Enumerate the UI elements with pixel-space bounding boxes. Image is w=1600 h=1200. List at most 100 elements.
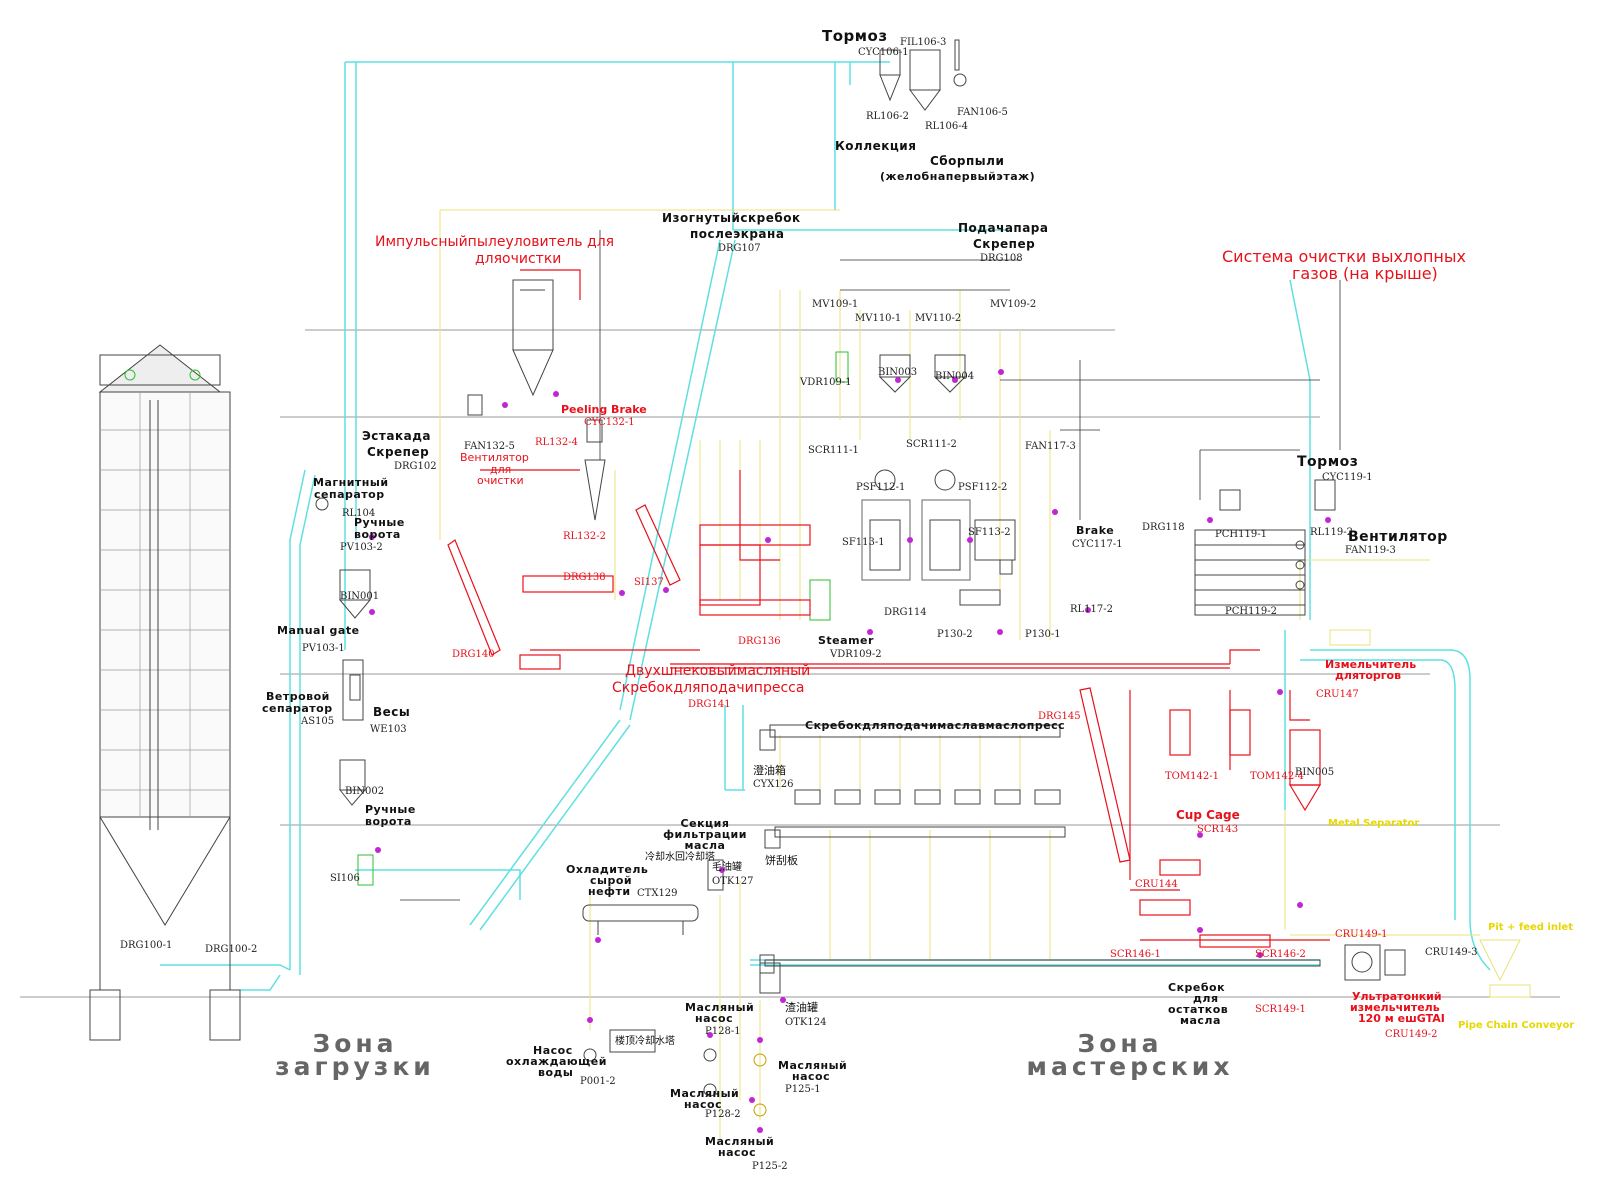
- tag-otk127: OTK127: [712, 876, 754, 887]
- label-manual-gate-en: Manual gate: [277, 624, 360, 637]
- label-pit-feed: Pit + feed inlet: [1488, 922, 1573, 933]
- label-brake-r: Тормоз: [1297, 454, 1359, 470]
- label-manual-gate-b2: ворота: [365, 815, 412, 828]
- zone-workshop-line2: мастерских: [1026, 1052, 1234, 1081]
- label-residue-scraper: Скребок: [1168, 981, 1226, 994]
- label-residue-scraper-4: масла: [1180, 1014, 1221, 1027]
- tag-scr146-2: SCR146-2: [1255, 949, 1306, 960]
- tag-sf113-2: SF113-2: [968, 527, 1011, 538]
- label-oil-filter: Секция: [680, 817, 730, 830]
- tag-cru149-1: CRU149-1: [1335, 929, 1388, 940]
- tag-drg141: DRG141: [688, 699, 731, 710]
- label-oil-pump-2: Масляный: [778, 1059, 848, 1072]
- yellow-lines: [439, 209, 1480, 1140]
- label-peeling-brake: Peeling Brake: [561, 403, 647, 416]
- label-cooler-3: нефти: [588, 885, 631, 898]
- top-cyclone: [879, 39, 967, 111]
- zone-loading-line1: Зона: [312, 1029, 398, 1058]
- tag-scr111-2: SCR111-2: [906, 439, 957, 450]
- tag-drg100-1: DRG100-1: [120, 940, 173, 951]
- oil-press-line: [759, 724, 1321, 974]
- intake-equipment: [315, 497, 374, 886]
- label-collection: Коллекция: [835, 139, 917, 153]
- oil-treatment: [582, 859, 781, 1117]
- label-wind-sep: Ветровой: [266, 690, 330, 703]
- label-cooling-tower: 楼顶冷却水塔: [615, 1036, 675, 1047]
- tag-ctx129: CTX129: [637, 888, 678, 899]
- tag-mv110-2: MV110-2: [915, 313, 962, 324]
- label-oil-pump-1: Масляный: [685, 1001, 755, 1014]
- tag-otk124: OTK124: [785, 1017, 827, 1028]
- tag-sf113-1: SF113-1: [842, 537, 885, 548]
- tag-psf112-2: PSF112-2: [958, 482, 1008, 493]
- tag-bin002: BIN002: [345, 786, 385, 797]
- label-exhaust-2: газов (на крыше): [1292, 264, 1438, 283]
- label-manual-gate-2: ворота: [354, 528, 401, 541]
- label-oil-pump-3: Масляный: [670, 1087, 740, 1100]
- zone-workshop-line1: Зона: [1077, 1029, 1163, 1058]
- label-feed-scraper: Подачапара: [958, 221, 1049, 235]
- tag-p130-1: P130-1: [1025, 629, 1061, 640]
- label-oil-filter-3: масла: [684, 839, 726, 852]
- label-ultra-crusher: Ультратонкий: [1352, 990, 1442, 1003]
- tag-rl132-4: RL132-4: [535, 437, 578, 448]
- tag-scr111-1: SCR111-1: [808, 445, 859, 456]
- tag-cyc117-1: CYC117-1: [1072, 539, 1123, 550]
- label-fan-clean: Вентилятор: [460, 451, 529, 464]
- tag-drg145: DRG145: [1038, 711, 1081, 722]
- tag-scr143: SCR143: [1197, 824, 1239, 835]
- tag-scr146-1: SCR146-1: [1110, 949, 1161, 960]
- tag-mv109-2: MV109-2: [990, 299, 1037, 310]
- label-oil-pump-1b: насос: [695, 1012, 734, 1025]
- label-oil-filter-2: фильтрации: [663, 828, 747, 841]
- label-cool-pump: Насос: [533, 1044, 573, 1057]
- tag-p125-1: P125-1: [785, 1084, 821, 1095]
- tag-rl119-2: RL119-2: [1310, 527, 1353, 538]
- tag-rl106-2: RL106-2: [866, 111, 909, 122]
- tag-p128-1: P128-1: [705, 1026, 741, 1037]
- gray-lines: [400, 230, 1341, 901]
- tag-p001-2: P001-2: [580, 1076, 616, 1087]
- tag-si106: SI106: [330, 873, 360, 884]
- tag-fan117-3: FAN117-3: [1025, 441, 1076, 452]
- label-oil-tank: 渣油罐: [785, 1001, 818, 1014]
- label-metal-sep: Metal Separator: [1328, 818, 1420, 829]
- label-magnetic-2: сепаратор: [314, 488, 385, 501]
- label-bent-scraper-2: послеэкрана: [690, 227, 785, 241]
- tag-bin003: BIN003: [878, 367, 918, 378]
- label-trestle: Эстакада: [362, 429, 432, 443]
- label-oil-pump-4b: насос: [718, 1146, 757, 1159]
- label-wind-sep-2: сепаратор: [262, 702, 333, 715]
- label-twin-screw-2: Скребокдляподачипресса: [612, 680, 805, 696]
- label-fan-r: Вентилятор: [1348, 529, 1448, 545]
- label-cool-pump-2: охлаждающей: [506, 1055, 607, 1068]
- red-lines: [480, 269, 1330, 941]
- label-brake-en: Brake: [1076, 524, 1115, 537]
- tag-cyc132-1: CYC132-1: [584, 417, 635, 428]
- tag-scr149-1: SCR149-1: [1255, 1004, 1306, 1015]
- zone-loading-line2: загрузки: [275, 1052, 435, 1081]
- tag-mv109-1: MV109-1: [812, 299, 859, 310]
- ultra-crusher: [1344, 939, 1531, 998]
- label-pipe-chain: Pipe Chain Conveyor: [1458, 1020, 1575, 1031]
- tag-pv103-2: PV103-2: [340, 542, 383, 553]
- label-pulse-filter-2: дляочистки: [475, 251, 562, 267]
- label-crusher-2: дляторгов: [1335, 669, 1402, 682]
- label-oil-press-scraper: Скребокдляподачимаславмаслопресс: [805, 719, 1066, 732]
- label-bent-scraper: Изогнутыйскребок: [662, 211, 801, 225]
- tag-pv103-1: PV103-1: [302, 643, 345, 654]
- label-manual-gate-b: Ручные: [365, 803, 416, 816]
- label-cooler: Охладитель: [566, 863, 649, 876]
- label-hair-tank: 毛油罐: [712, 862, 742, 873]
- label-trestle-2: Скрепер: [367, 445, 430, 459]
- tag-drg107: DRG107: [718, 243, 761, 254]
- tag-drg108: DRG108: [980, 253, 1023, 264]
- label-steamer: Steamer: [818, 634, 874, 647]
- tag-si137: SI137: [634, 577, 664, 588]
- label-twin-screw: Двухшнековыймасляный: [625, 663, 811, 679]
- label-crusher: Измельчитель: [1325, 658, 1417, 671]
- label-fan-clean-3: очистки: [477, 474, 524, 487]
- label-ultra-crusher-3: 120 м ешGTAI: [1358, 1012, 1445, 1025]
- tag-rl106-4: RL106-4: [925, 121, 968, 132]
- tag-fan106-5: FAN106-5: [957, 107, 1008, 118]
